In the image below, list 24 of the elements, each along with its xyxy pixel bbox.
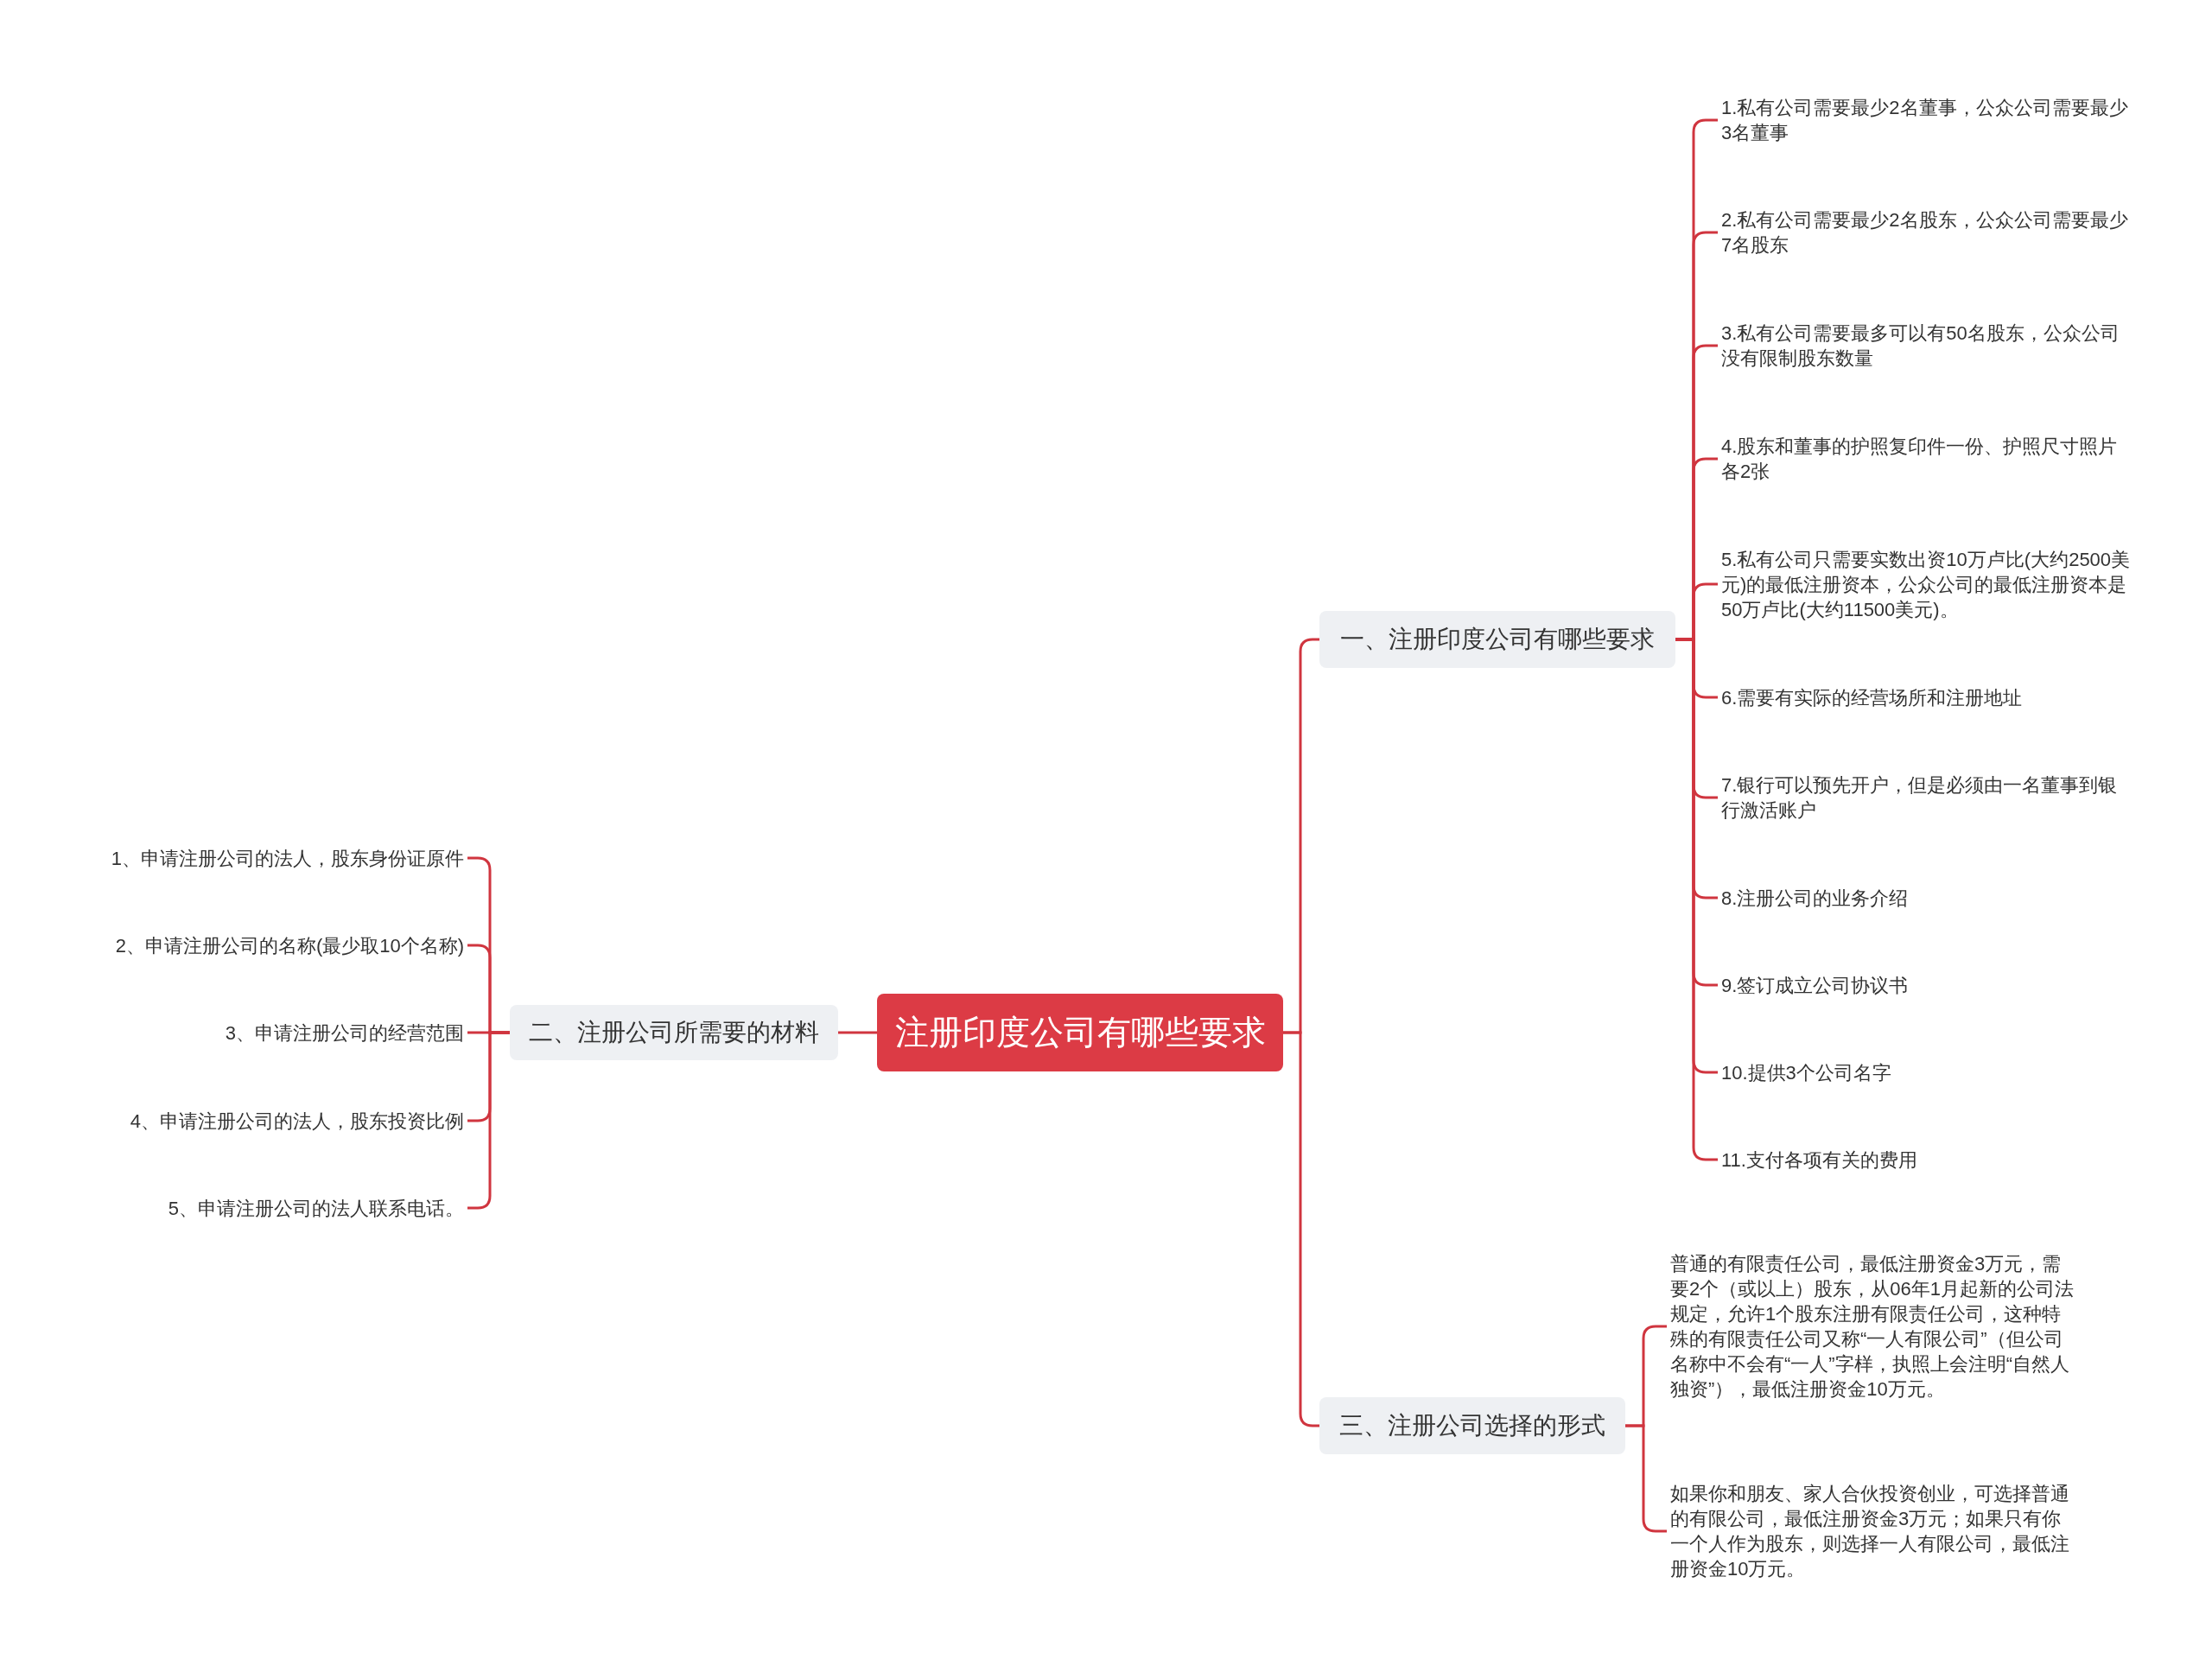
branch-topic-box: 一、注册印度公司有哪些要求 — [1319, 611, 1675, 668]
topic-text: 3.私有公司需要最多可以有50名股东，公众公司没有限制股东数量 — [1721, 321, 2132, 371]
topic-text: 7.银行可以预先开户，但是必须由一名董事到银行激活账户 — [1721, 772, 2132, 823]
topic-text: 10.提供3个公司名字 — [1721, 1059, 2132, 1085]
topic-text: 如果你和朋友、家人合伙投资创业，可选择普通的有限公司，最低注册资金3万元；如果只有你一个人作为股东，则选择一人有限公司，最低注册资金10万元。 — [1670, 1481, 2076, 1581]
topic-text: 9.签订成立公司协议书 — [1721, 972, 2132, 998]
topic-text: 1、申请注册公司的法人，股东身份证原件 — [111, 845, 464, 871]
topic-text: 2.私有公司需要最少2名股东，公众公司需要最少7名股东 — [1721, 207, 2132, 257]
connector-line — [1283, 1031, 1319, 1427]
central-topic-box: 注册印度公司有哪些要求 — [877, 994, 1283, 1071]
topic-text: 6.需要有实际的经营场所和注册地址 — [1721, 684, 2132, 710]
topic-text: 11.支付各项有关的费用 — [1721, 1147, 2132, 1173]
topic-text: 4、申请注册公司的法人，股东投资比例 — [130, 1108, 464, 1134]
topic-text: 1.私有公司需要最少2名董事，公众公司需要最少3名董事 — [1721, 95, 2132, 145]
connector-line — [838, 1031, 877, 1034]
topic-text: 8.注册公司的业务介绍 — [1721, 885, 2132, 911]
topic-text: 3、申请注册公司的经营范围 — [225, 1020, 464, 1046]
topic-text: 普通的有限责任公司，最低注册资金3万元，需要2个（或以上）股东，从06年1月起新的公司法规定，允许1个股东注册有限责任公司，这种特殊的有限责任公司又称“一人有限公司”（但公司名称中不会有“一人”字样，执照上会注明“自然人独资”），最低注册资金10万元。 — [1670, 1251, 2076, 1402]
topic-text: 4.股东和董事的护照复印件一份、护照尺寸照片各2张 — [1721, 434, 2132, 484]
topic-text: 5.私有公司只需要实数出资10万卢比(大约2500美元)的最低注册资本，公众公司的最低注册资本是50万卢比(大约11500美元)。 — [1721, 546, 2132, 622]
topic-text: 5、申请注册公司的法人联系电话。 — [168, 1195, 464, 1221]
branch-topic-box: 二、注册公司所需要的材料 — [510, 1005, 838, 1060]
branch-topic-box: 三、注册公司选择的形式 — [1319, 1397, 1625, 1454]
topic-text: 2、申请注册公司的名称(最少取10个名称) — [115, 932, 464, 958]
